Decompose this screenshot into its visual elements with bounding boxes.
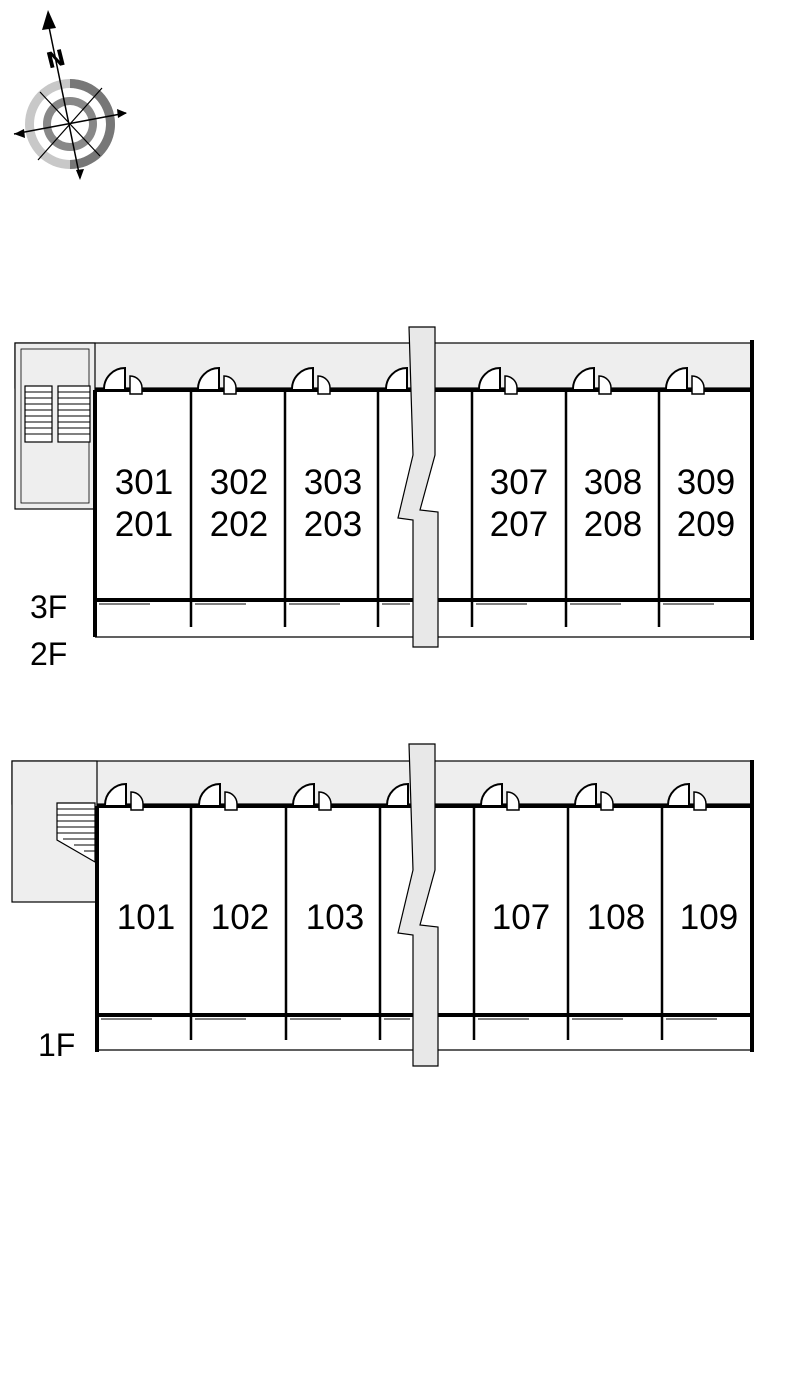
room-203-label: 203 — [304, 505, 362, 544]
room-307-label: 307 — [490, 463, 548, 502]
door-icons — [104, 782, 707, 811]
floor-label-3f: 3F — [30, 589, 67, 625]
room-108-label: 108 — [587, 898, 645, 937]
break-line — [397, 743, 439, 1067]
room-102-label: 102 — [211, 898, 269, 937]
door-icons — [103, 366, 705, 395]
room-309-label: 309 — [677, 463, 735, 502]
floor-label-2f: 2F — [30, 636, 67, 672]
upper-block: 301 201 302 202 303 203 307 207 308 208 … — [14, 326, 754, 672]
room-202-label: 202 — [210, 505, 268, 544]
north-label: N — [44, 46, 68, 75]
staircase-icon — [24, 385, 91, 443]
room-208-label: 208 — [584, 505, 642, 544]
break-line — [397, 326, 439, 648]
room-301-label: 301 — [115, 463, 173, 502]
room-303-label: 303 — [304, 463, 362, 502]
room-207-label: 207 — [490, 505, 548, 544]
compass-icon: N — [13, 10, 127, 180]
room-107-label: 107 — [492, 898, 550, 937]
room-209-label: 209 — [677, 505, 735, 544]
room-302-label: 302 — [210, 463, 268, 502]
room-201-label: 201 — [115, 505, 173, 544]
room-109-label: 109 — [680, 898, 738, 937]
room-101-label: 101 — [117, 898, 175, 937]
room-103-label: 103 — [306, 898, 364, 937]
floor-label-1f: 1F — [38, 1027, 75, 1063]
lower-block: 101 102 103 107 108 109 1F — [11, 743, 754, 1067]
room-308-label: 308 — [584, 463, 642, 502]
